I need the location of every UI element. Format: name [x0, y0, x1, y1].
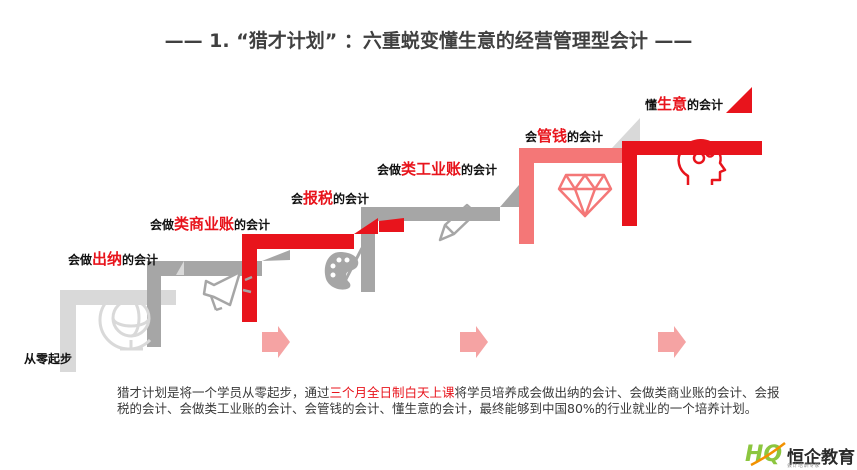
step-label-4: 会做类工业账的会计 — [377, 160, 498, 178]
step-3-shape — [361, 207, 500, 292]
step-label-6: 懂生意的会计 — [645, 95, 724, 113]
palette-icon — [324, 247, 364, 290]
logo-name: 恒企教育 — [787, 448, 855, 468]
pencil-icon — [438, 203, 478, 242]
page-title: —— 1. “猎才计划” ：六重蜕变懂生意的经营管理型会计 —— — [164, 30, 693, 52]
step-label-1: 会做出纳的会计 — [68, 250, 159, 268]
description-text: 猎才计划是将一个学员从零起步，通过三个月全日制白天上课将学员培养成会做出纳的会计… — [117, 385, 780, 416]
arrow-2 — [460, 326, 488, 358]
step-label-0: 从零起步 — [24, 352, 73, 366]
step-label-3: 会报税的会计 — [291, 189, 370, 207]
step-2-shape — [242, 234, 354, 322]
step-label-5: 会管钱的会计 — [525, 127, 604, 145]
globe-icon — [98, 298, 152, 351]
megaphone-icon — [202, 270, 253, 312]
logo-mark: HQ — [745, 439, 787, 467]
logo-subtitle: 会计培训专家 — [787, 463, 821, 469]
step-5-shape — [622, 141, 762, 226]
arrow-1 — [262, 326, 290, 358]
head-gears-icon — [677, 139, 727, 185]
arrow-3 — [658, 326, 686, 358]
svg-text:HQ: HQ — [745, 442, 782, 467]
step-0-shape — [60, 290, 176, 372]
step-label-2: 会做类商业账的会计 — [150, 215, 271, 233]
diamond-icon — [557, 173, 613, 218]
